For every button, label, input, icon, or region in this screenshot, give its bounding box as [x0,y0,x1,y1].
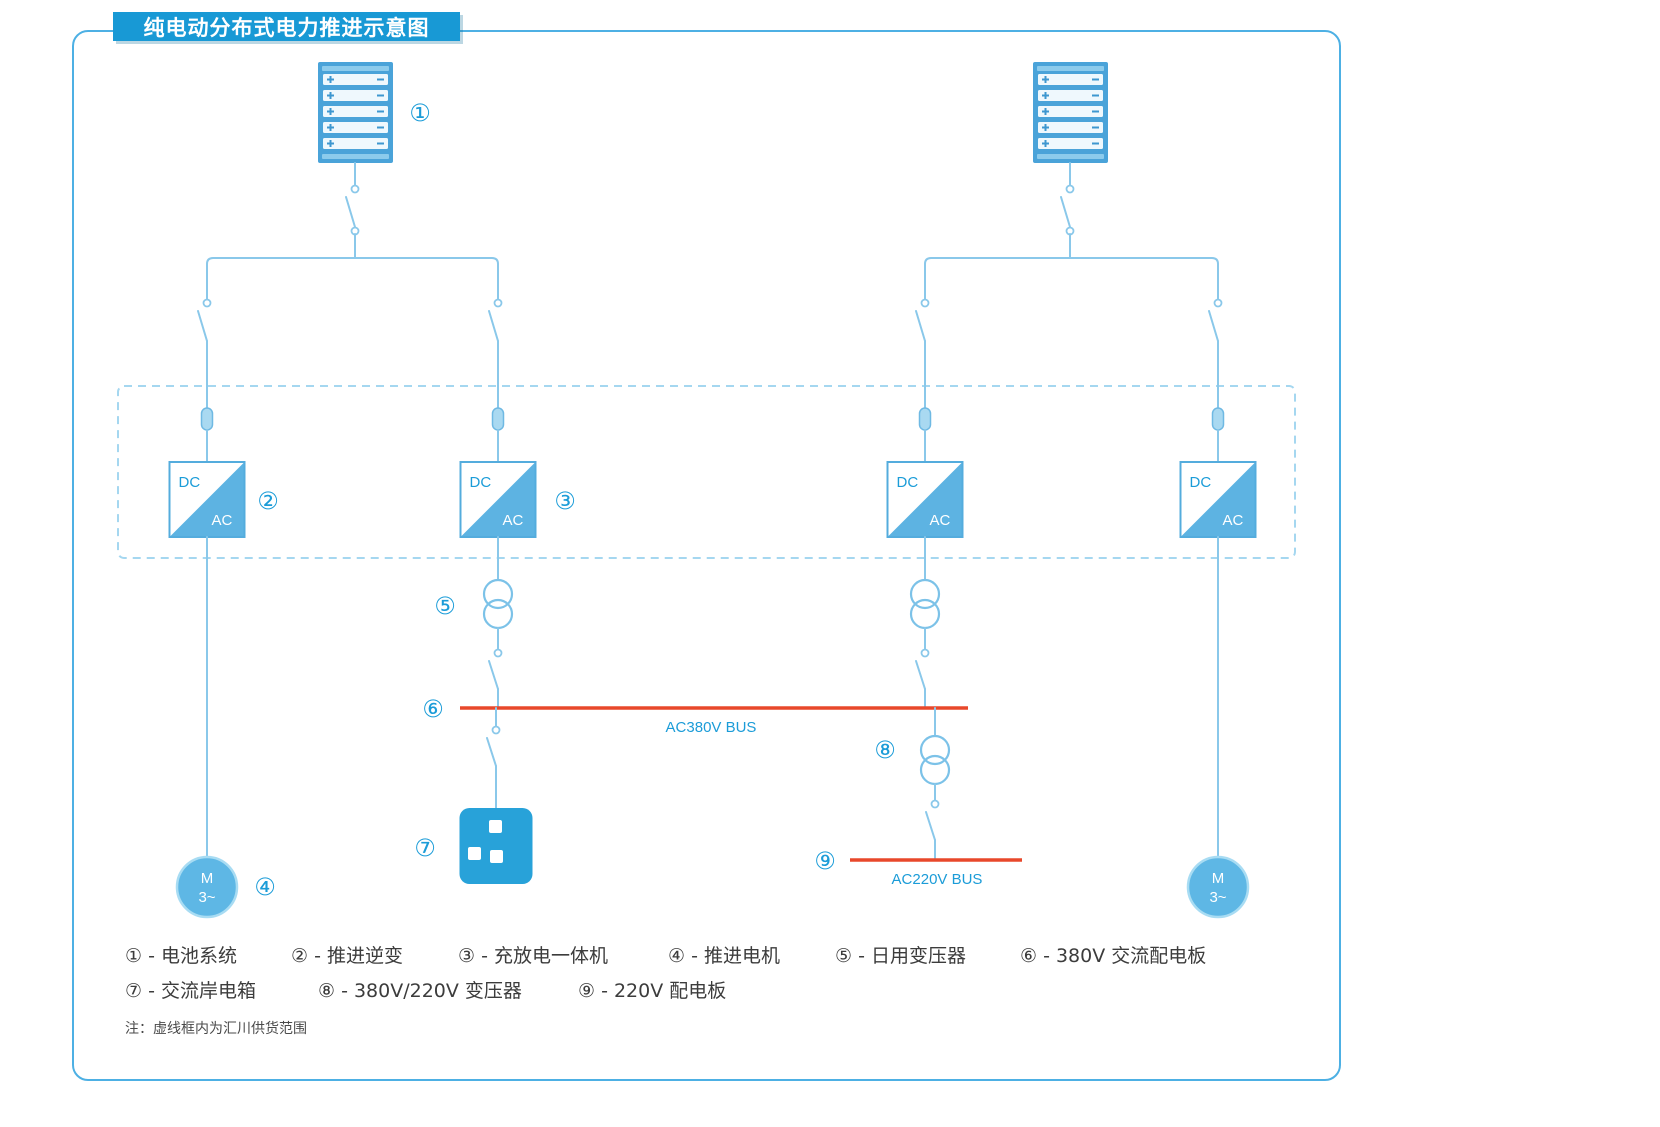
legend-item-motor: ④ - 推进电机 [668,945,780,967]
ac380-bus-label: AC380V BUS [666,719,757,736]
stepdown-transformer-icon [919,734,951,786]
fuse-icon [200,407,214,431]
disconnect-switch-icon [486,737,497,767]
callout-battery: ① [409,99,431,127]
ac220-bus-label: AC220V BUS [892,871,983,888]
callout-charger: ③ [554,487,576,515]
legend-item-daily-xfmr: ⑤ - 日用变压器 [835,945,966,967]
dc-label: DC [470,474,492,491]
shore-power-drop [459,707,533,884]
disconnect-switch-icon [1060,196,1071,228]
callouts: ① ② ③ ④ ⑤ ⑥ ⑦ ⑧ ⑨ [254,99,896,901]
terminal-node [1213,298,1223,308]
legend-item-battery: ① - 电池系统 [125,945,237,967]
title-banner: 纯电动分布式电力推进示意图 [113,12,460,41]
callout-220v-board: ⑨ [814,847,836,875]
terminal-node [350,184,360,194]
terminal-node [202,298,212,308]
disconnect-switch-icon [1208,310,1219,342]
legend-item-charger: ③ - 充放电一体机 [458,945,608,967]
dcac-converter-inverter-left: DC AC [168,461,246,538]
supply-scope-dashed-box [117,385,1296,559]
daily-transformer-icon [482,578,514,630]
motor-letter: M [201,870,214,887]
dc-label: DC [1190,474,1212,491]
motor-right-icon: M 3~ [1186,855,1250,919]
disconnect-switch-icon [915,310,926,342]
ac-label: AC [212,512,233,529]
battery-left-feed [206,62,499,301]
callout-380v-board: ⑥ [422,695,444,723]
ac-label: AC [503,512,524,529]
terminal-node [493,648,503,658]
callout-stepdown-transformer: ⑧ [874,736,896,764]
dcac-converter-charger-right: DC AC [886,461,964,538]
callout-inverter: ② [257,487,279,515]
callout-shore-box: ⑦ [414,834,436,862]
terminal-node [920,298,930,308]
fuse-icon [491,407,505,431]
legend-item-220v-board: ⑨ - 220V 配电板 [578,980,727,1002]
callout-motor: ④ [254,873,276,901]
disconnect-switch-icon [488,310,499,342]
callout-daily-transformer: ⑤ [434,592,456,620]
disconnect-switch-icon [488,660,499,690]
ac-label: AC [930,512,951,529]
dcac-converter-inverter-right: DC AC [1179,461,1257,538]
fuse-icon [918,407,932,431]
legend-item-stepdown-xfmr: ⑧ - 380V/220V 变压器 [318,980,522,1002]
dc-label: DC [179,474,201,491]
disconnect-switch-icon [345,196,356,228]
disconnect-switch-icon [197,310,208,342]
ac380-bus: AC380V BUS [460,706,968,736]
terminal-node [493,298,503,308]
battery-left-icon [318,62,393,163]
dc-label: DC [897,474,919,491]
branch-inverter-left: DC AC M 3~ [168,298,246,919]
stepdown-transformer-drop [919,707,951,861]
terminal-node [920,648,930,658]
dcac-converter-charger-left: DC AC [459,461,537,538]
motor-phase: 3~ [1209,889,1226,906]
terminal-node [930,799,940,809]
branch-inverter-right: DC AC M 3~ [1179,298,1257,919]
battery-right-icon [1033,62,1108,163]
battery-right-feed [924,62,1219,301]
page-title: 纯电动分布式电力推进示意图 [143,15,430,40]
legend-item-shore-box: ⑦ - 交流岸电箱 [125,980,256,1002]
motor-phase: 3~ [198,889,215,906]
motor-letter: M [1212,870,1225,887]
ac220-bus: AC220V BUS [850,858,1022,888]
legend-item-inverter: ② - 推进逆变 [291,945,403,967]
daily-transformer-icon [909,578,941,630]
motor-left-icon: M 3~ [175,855,239,919]
scope-note: 注：虚线框内为汇川供货范围 [125,1021,307,1037]
branch-charger-left: DC AC [459,298,537,709]
ac-label: AC [1223,512,1244,529]
diagram-border [72,30,1341,1081]
branch-charger-right: DC AC [886,298,964,709]
disconnect-switch-icon [925,811,936,841]
terminal-node [1065,184,1075,194]
fuse-icon [1211,407,1225,431]
terminal-node [491,725,501,735]
shore-power-box-icon [459,808,533,884]
legend-item-380v-board: ⑥ - 380V 交流配电板 [1020,945,1207,967]
disconnect-switch-icon [915,660,926,690]
